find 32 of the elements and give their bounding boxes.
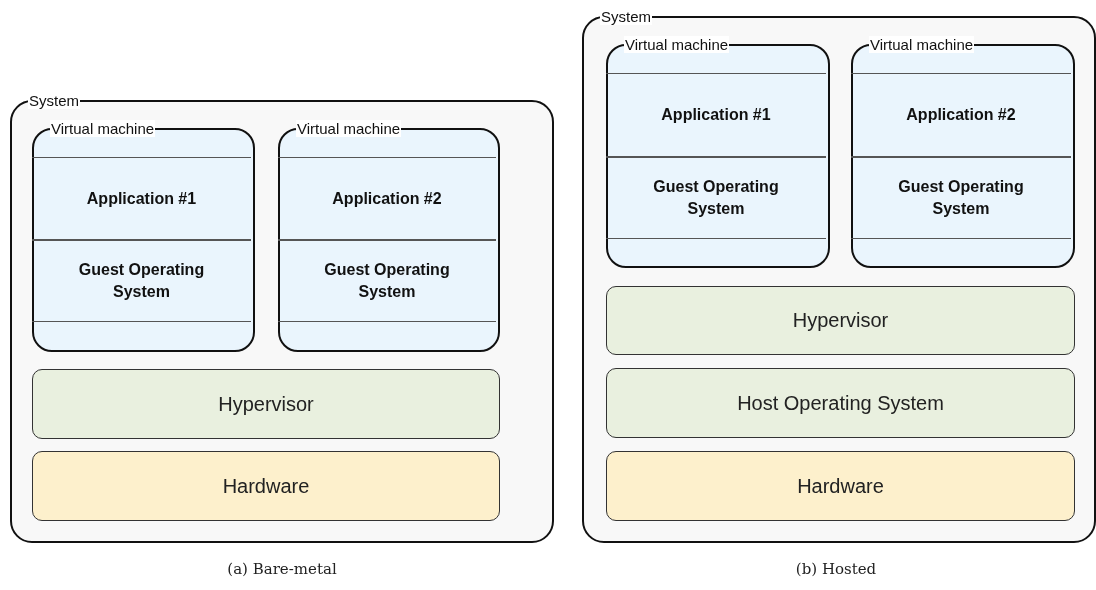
- layer-label: Hypervisor: [218, 392, 314, 416]
- layer-block: [606, 286, 1075, 355]
- frame-title: Virtual machine: [296, 120, 402, 137]
- layer-block: [32, 369, 500, 439]
- layer-label: Application #1: [85, 188, 198, 209]
- layer-band: [278, 240, 496, 322]
- frame-title: Virtual machine: [624, 36, 730, 53]
- layer-band: [278, 157, 496, 240]
- frame-title: Virtual machine: [50, 120, 156, 137]
- layer-band: [606, 157, 826, 239]
- layer-label: Hardware: [797, 474, 884, 498]
- subfigure-caption: (b) Hosted: [795, 560, 877, 578]
- layer-band: [32, 240, 251, 322]
- layer-label: Hardware: [222, 474, 310, 498]
- layer-band: [606, 73, 826, 157]
- layer-band: [851, 73, 1071, 157]
- layer-label: Application #1: [660, 105, 772, 125]
- subfigure-caption: (a) Bare-metal: [227, 560, 337, 578]
- frame-title: Virtual machine: [869, 36, 975, 53]
- layer-band: [851, 157, 1071, 239]
- layer-label: Application #2: [331, 188, 443, 209]
- layer-label: Guest Operating System: [77, 260, 206, 302]
- layer-label: Guest Operating System: [323, 260, 451, 302]
- layer-block: [606, 368, 1075, 438]
- layer-label: Hypervisor: [792, 309, 889, 332]
- layer-label: Host Operating System: [737, 391, 944, 415]
- layer-label: Guest Operating System: [652, 177, 780, 219]
- layer-block: [32, 451, 500, 521]
- layer-label: Application #2: [905, 105, 1017, 125]
- layer-band: [32, 157, 251, 240]
- layer-block: [606, 451, 1075, 521]
- layer-label: Guest Operating System: [897, 177, 1025, 219]
